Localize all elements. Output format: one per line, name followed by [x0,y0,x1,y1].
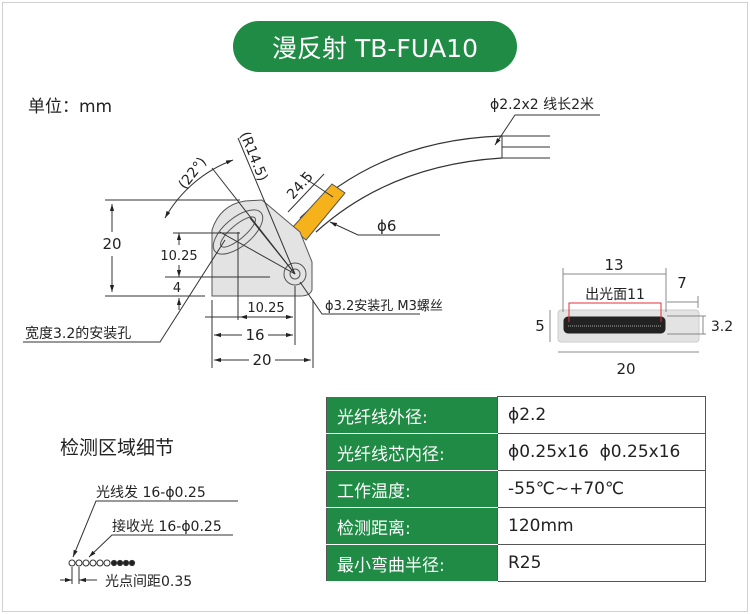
mount-hole-label: ϕ3.2安装孔 M3螺丝 [325,299,443,314]
height-label: 20 [102,235,121,253]
emit-face [563,316,666,334]
dim-20-width: 20 [252,351,271,369]
dim-4: 4 [173,281,181,296]
dim-3-2: 3.2 [711,319,733,335]
dim-5: 5 [535,317,545,335]
table-row: 工作温度:-55℃~+70℃ [326,470,706,508]
spec-value: ϕ2.2 [497,396,706,434]
angle-label: (22°) [176,154,211,192]
emitter-label: 光线发 16-ϕ0.25 [96,485,206,501]
spec-label: 检测距离: [326,507,498,545]
cable-spec-label: ϕ2.2x2 线长2米 [490,97,594,113]
spec-value: -55℃~+70℃ [497,470,706,508]
receiver-label: 接收光 16-ϕ0.25 [112,518,222,535]
radius-label: (R14.5) [236,130,270,184]
dim-13: 13 [604,256,623,274]
spec-label: 光纤线外径: [326,396,498,434]
dim-10-25-v: 10.25 [160,249,197,264]
dim-10-25-h: 10.25 [247,301,284,316]
unit-label: 单位：mm [28,97,113,117]
dim-16: 16 [245,326,264,344]
phi6-label: ϕ6 [377,217,396,235]
length-label: 24.5 [284,169,317,203]
slot-hole-label: 宽度3.2的安装孔 [25,325,131,342]
page-title: 漫反射 TB-FUA10 [233,21,517,72]
spec-value: ϕ0.25x16 ϕ0.25x16 [497,433,706,471]
spec-label: 工作温度: [326,470,498,508]
table-row: 检测距离:120mm [326,507,706,545]
spec-value: 120mm [497,507,706,545]
spec-table: 光纤线外径:ϕ2.2 光纤线芯内径:ϕ0.25x16 ϕ0.25x16 工作温度… [326,396,706,582]
dim-20-front: 20 [616,360,635,378]
spec-label: 最小弯曲半径: [326,544,498,582]
table-row: 光纤线芯内径:ϕ0.25x16 ϕ0.25x16 [326,433,706,471]
cable-lower [315,157,503,233]
table-row: 光纤线外径:ϕ2.2 [326,396,706,434]
detail-title: 检测区域细节 [60,437,175,459]
pitch-label: 光点间距0.35 [105,574,192,590]
dim-7: 7 [677,274,687,292]
table-row: 最小弯曲半径:R25 [326,544,706,582]
emit-face-label: 出光面11 [585,287,645,303]
spec-label: 光纤线芯内径: [326,433,498,471]
spec-value: R25 [497,544,706,582]
